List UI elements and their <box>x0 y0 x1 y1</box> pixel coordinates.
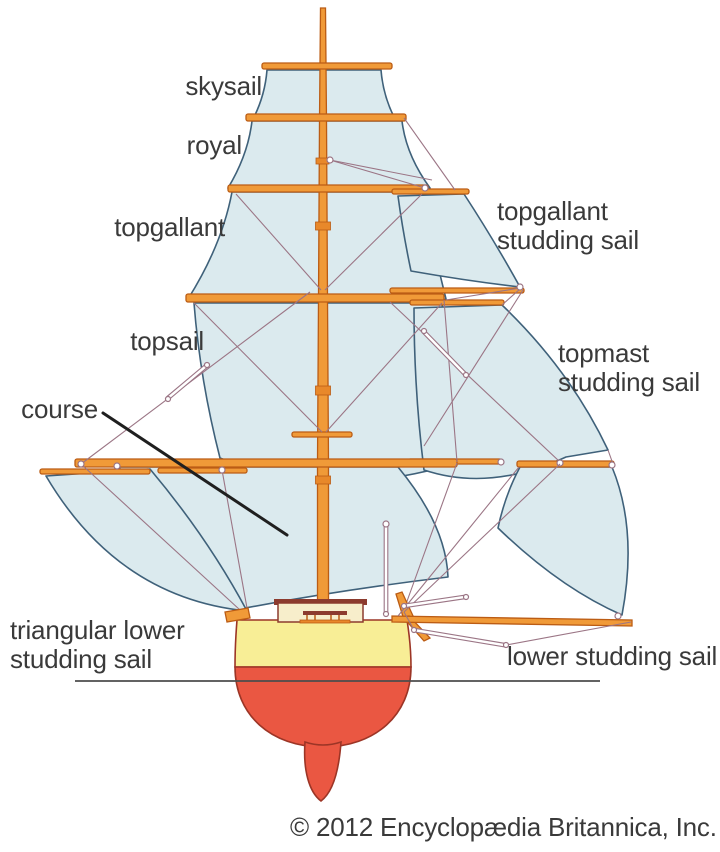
rigging-upper <box>80 117 614 612</box>
mast-band <box>315 475 331 485</box>
mast-band <box>315 385 331 396</box>
label-lower-studding-sail: lower studding sail <box>507 641 718 671</box>
fife-rail-base <box>299 619 351 624</box>
label-topmast-studding-sail: topmast studding sail <box>558 338 700 398</box>
label-topgallant-studding-sail: topgallant studding sail <box>497 196 639 256</box>
mast-band <box>315 221 331 231</box>
crosstree <box>291 431 353 438</box>
label-topsail: topsail <box>130 326 204 356</box>
hull-lower <box>234 666 412 748</box>
course-leader-line <box>101 411 289 537</box>
yards <box>39 62 615 475</box>
triangular-studding-boom <box>39 468 151 475</box>
topsail-boom-extension <box>389 287 525 294</box>
skysail-yard <box>261 62 393 70</box>
sail-topmast-studding <box>413 304 609 480</box>
label-royal: royal <box>186 130 243 160</box>
label-topgallant: topgallant <box>114 212 225 242</box>
label-course: course <box>21 394 98 424</box>
rigging-rings <box>77 156 622 620</box>
lower-studding-boom <box>391 615 633 627</box>
fife-rail-top <box>303 611 347 615</box>
sail-topgallant-studding <box>397 193 521 288</box>
keel <box>303 740 342 803</box>
cathead-left <box>224 607 251 623</box>
topsail-yard <box>185 293 445 303</box>
tackles <box>166 329 467 613</box>
sail-lower-studding <box>497 466 629 616</box>
course-yard <box>74 458 458 468</box>
topgallant-studding-yard <box>391 188 470 195</box>
course-boom-extension-left <box>157 467 248 474</box>
mainmast-pole <box>316 7 330 626</box>
copyright-notice: © 2012 Encyclopædia Britannica, Inc. <box>290 812 717 842</box>
hull-upper <box>234 619 412 668</box>
hull <box>224 591 432 803</box>
lower-studding-yard <box>516 460 615 468</box>
topmast-studding-yard <box>409 299 505 306</box>
deckhouse-roof <box>274 599 367 605</box>
label-skysail: skysail <box>185 71 262 101</box>
deck-rigging <box>391 463 633 649</box>
royal-yard <box>245 113 407 122</box>
label-triangular-lower-studding-sail: triangular lower studding sail <box>10 615 185 675</box>
